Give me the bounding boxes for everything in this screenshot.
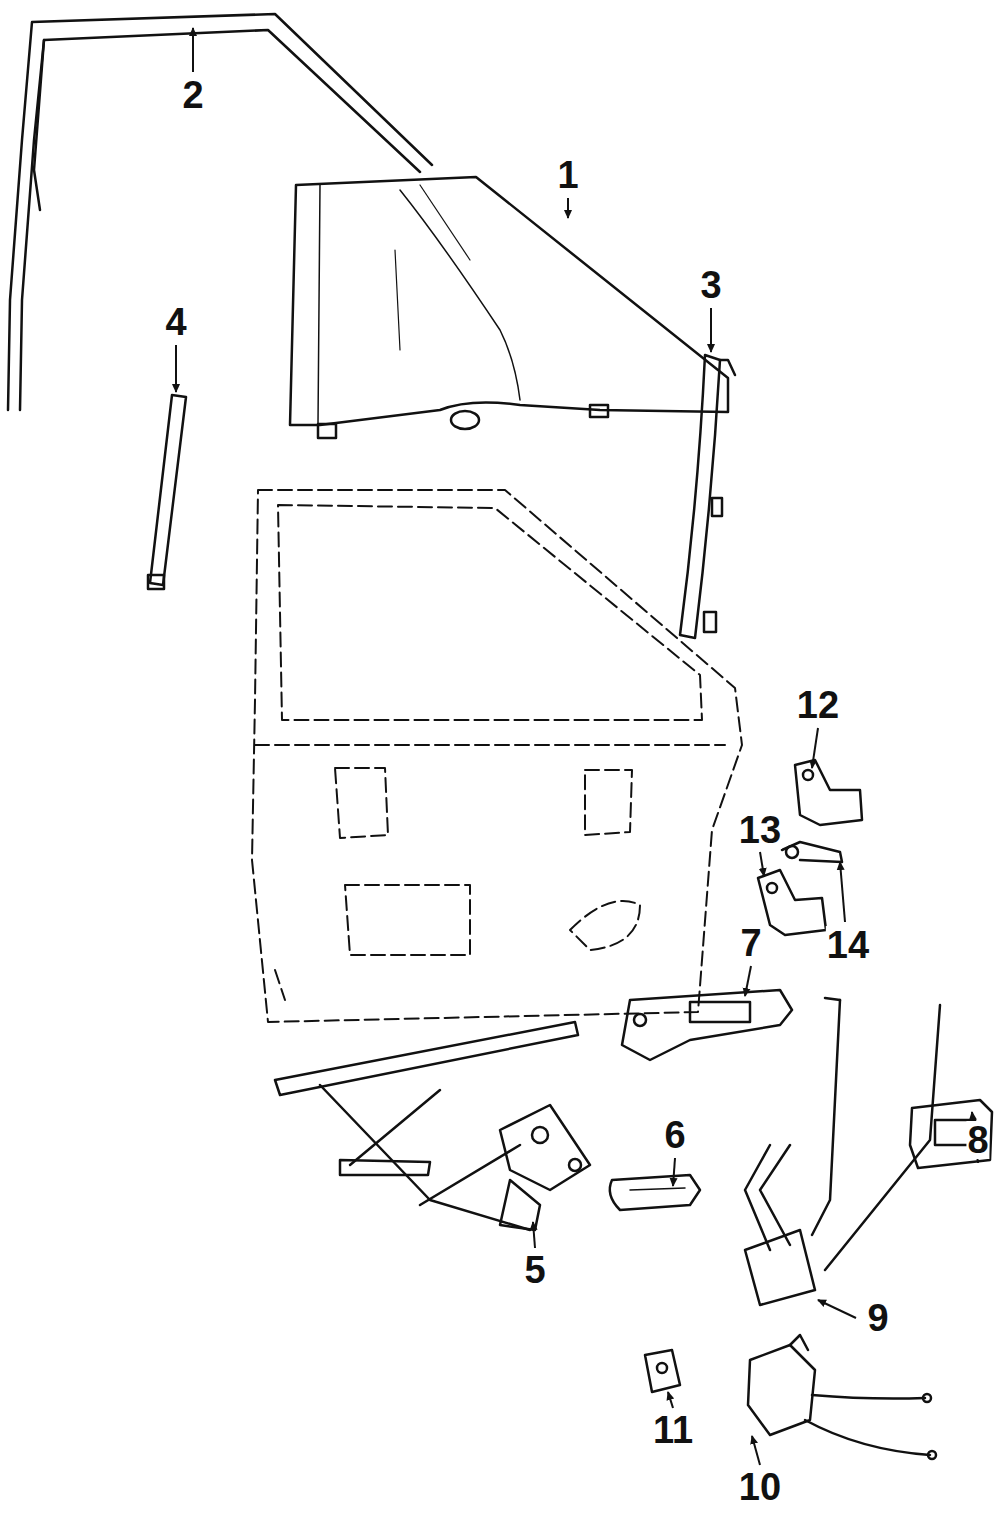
callout-number: 7: [739, 924, 762, 962]
callout-number: 5: [523, 1251, 546, 1289]
callout-number: 12: [796, 686, 840, 724]
callout-number: 9: [866, 1299, 889, 1337]
callout-number: 10: [738, 1468, 782, 1506]
callout-number: 2: [181, 76, 204, 114]
callout-number: 13: [738, 811, 782, 849]
callout-number: 4: [164, 303, 187, 341]
callout-number: 6: [663, 1116, 686, 1154]
callout-number: 1: [556, 156, 579, 194]
callout-number: 8: [966, 1121, 989, 1159]
callout-number: 3: [699, 266, 722, 304]
callout-number: 14: [826, 926, 870, 964]
callout-number: 11: [652, 1411, 694, 1449]
